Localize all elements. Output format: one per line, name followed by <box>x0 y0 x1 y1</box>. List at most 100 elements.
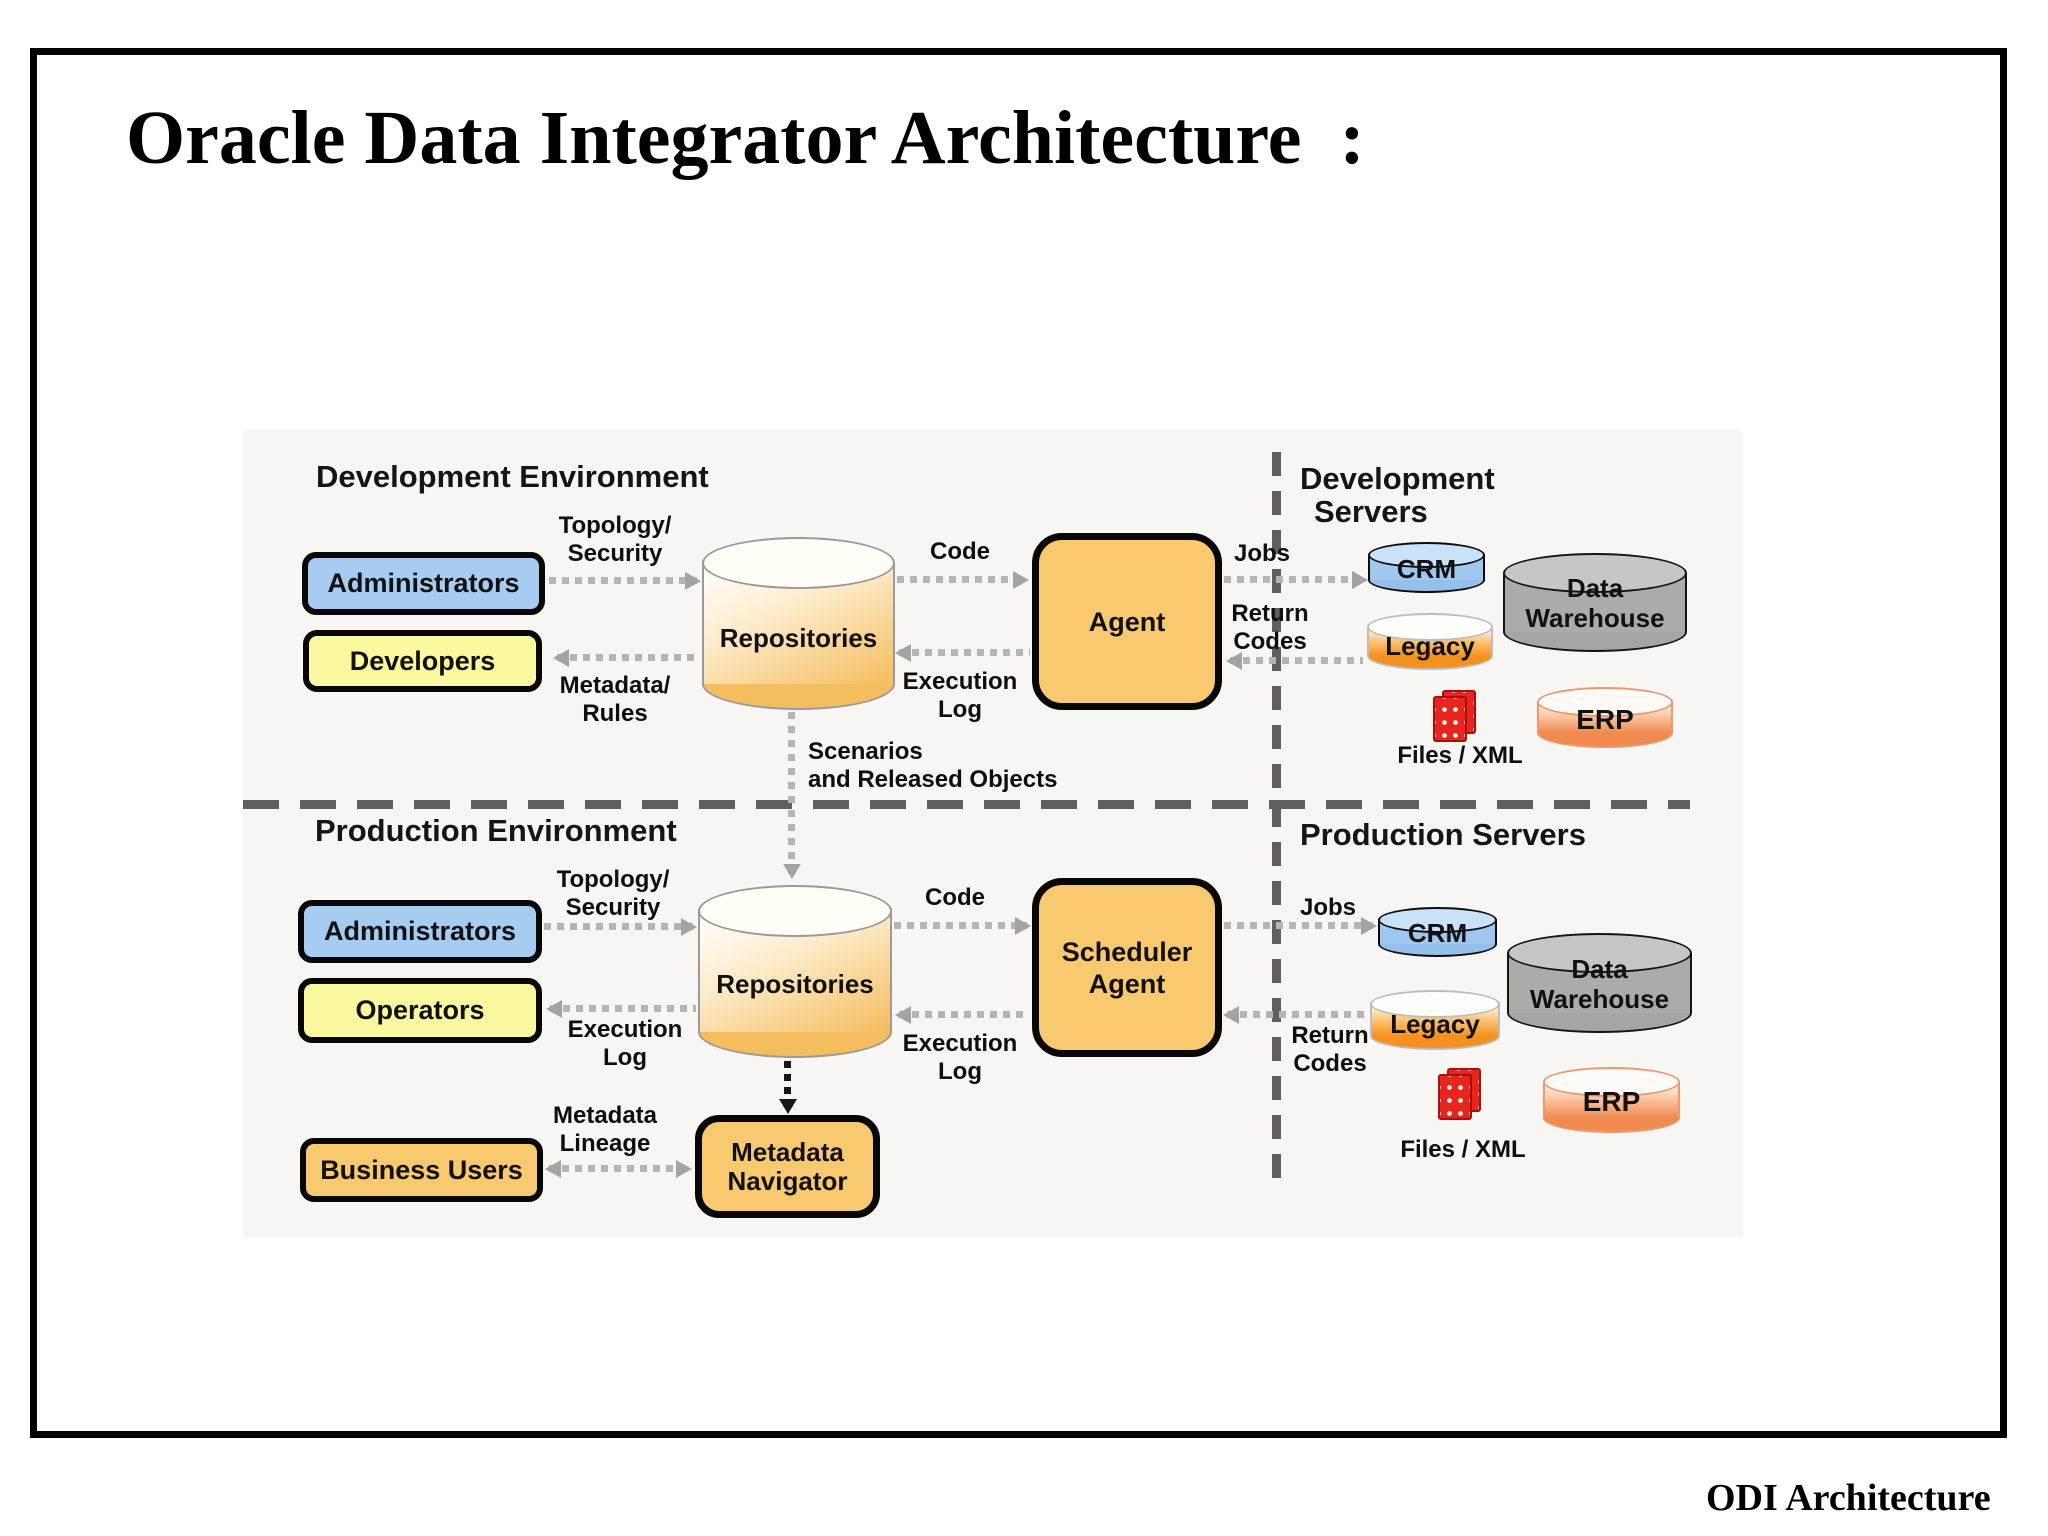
page-title: Oracle Data Integrator Architecture : <box>126 96 1365 180</box>
dev-developers-label: Developers <box>349 645 496 676</box>
heading-production-environment: Production Environment <box>315 813 677 848</box>
heading-development-servers: Development Servers <box>1300 462 1495 528</box>
servers-divider-vertical <box>1272 452 1281 1192</box>
metadata-lineage-label: Metadata Lineage <box>530 1102 680 1158</box>
label-line: Codes <box>1293 1050 1367 1077</box>
arrow-prod-jobs <box>1224 922 1373 929</box>
metadata-navigator-label: Navigator <box>727 1165 848 1196</box>
cylinder-top <box>1507 933 1692 973</box>
label-line: and Released Objects <box>808 766 1058 793</box>
label-line: Log <box>938 696 982 723</box>
arrow-dev-code <box>897 576 1025 583</box>
dev-agent-label: Agent <box>1088 606 1166 637</box>
cylinder-top <box>1367 613 1493 641</box>
label-line: Return <box>1291 1022 1369 1049</box>
prod-crm-cylinder: CRM <box>1378 907 1497 957</box>
dev-erp-label: ERP <box>1576 704 1634 735</box>
heading-line: Servers <box>1314 494 1428 529</box>
prod-data-warehouse-cylinder: Data Warehouse <box>1507 933 1692 1033</box>
prod-execution-log-right-label: Execution Log <box>885 1030 1035 1086</box>
label-line: Execution <box>902 668 1018 695</box>
dev-repositories-label: Repositories <box>719 623 878 653</box>
metadata-navigator-label: Metadata <box>731 1136 844 1167</box>
dev-agent-box: Agent <box>1032 533 1222 710</box>
slide-border <box>30 48 2007 1438</box>
environment-divider-horizontal <box>243 800 1690 809</box>
arrow-prod-execution-left <box>550 1005 696 1012</box>
slide-footer: ODI Architecture <box>1706 1477 1991 1519</box>
dev-jobs-label: Jobs <box>1233 540 1290 567</box>
arrow-dev-jobs <box>1224 576 1364 583</box>
cylinder-top <box>1378 907 1497 933</box>
heading-production-servers: Production Servers <box>1300 817 1586 852</box>
label-line: Log <box>603 1044 647 1071</box>
label-line: Security <box>567 540 663 567</box>
label-line: Scenarios <box>808 738 923 765</box>
prod-legacy-cylinder: Legacy <box>1370 990 1500 1050</box>
cylinder-top <box>1370 990 1500 1018</box>
arrow-prod-execution-right <box>899 1011 1028 1018</box>
dev-data-warehouse-label: Data Warehouse <box>1503 573 1687 633</box>
arrow-metadata-lineage <box>549 1165 688 1172</box>
arrow-dev-execution <box>899 649 1030 656</box>
heading-development-environment: Development Environment <box>316 459 709 494</box>
label-line: Execution <box>567 1016 683 1043</box>
prod-files-xml-label: Files / XML <box>1400 1136 1526 1163</box>
prod-erp-cylinder: ERP <box>1543 1067 1680 1133</box>
label-line: Execution <box>902 1030 1018 1057</box>
label-line: Warehouse <box>1529 984 1670 1014</box>
dev-data-warehouse-cylinder: Data Warehouse <box>1503 553 1687 652</box>
dev-erp-cylinder: ERP <box>1537 687 1673 748</box>
dev-return-codes-label: Return Codes <box>1220 600 1320 656</box>
prod-legacy-label: Legacy <box>1390 1009 1480 1039</box>
prod-operators-box: Operators <box>298 978 542 1043</box>
label-line: Lineage <box>559 1130 651 1157</box>
prod-execution-log-left-label: Execution Log <box>550 1016 700 1072</box>
dev-execution-log-label: Execution Log <box>885 668 1035 724</box>
label-line: Codes <box>1233 628 1307 655</box>
prod-repositories-cylinder: Repositories <box>698 885 892 1058</box>
scheduler-agent-box: Scheduler Agent <box>1032 878 1222 1057</box>
cylinder-top <box>1503 553 1687 593</box>
dev-legacy-cylinder: Legacy <box>1367 613 1493 670</box>
dev-metadata-rules-label: Metadata/ Rules <box>540 672 690 728</box>
cylinder-top <box>1537 687 1673 717</box>
label-line: Return <box>1231 600 1309 627</box>
prod-data-warehouse-label: Data Warehouse <box>1507 954 1692 1014</box>
label-line: Data <box>1566 573 1624 603</box>
arrow-dev-return <box>1230 657 1363 664</box>
arrow-dev-topology <box>549 577 697 584</box>
prod-topology-security-label: Topology/ Security <box>538 866 688 922</box>
arrow-repositories-to-navigator <box>784 1048 791 1110</box>
business-users-label: Business Users <box>320 1154 523 1185</box>
scheduler-agent-label: Agent <box>1088 968 1166 999</box>
label-line: Metadata/ <box>559 672 671 699</box>
prod-jobs-label: Jobs <box>1299 894 1356 921</box>
dev-files-xml-label: Files / XML <box>1397 742 1523 769</box>
dev-crm-label: CRM <box>1396 554 1457 584</box>
heading-line: Development <box>1300 461 1495 496</box>
cylinder-top <box>702 537 895 589</box>
dev-code-label: Code <box>930 538 990 565</box>
cylinder-top <box>698 885 892 937</box>
cylinder-top <box>1543 1067 1680 1097</box>
prod-operators-label: Operators <box>355 995 485 1025</box>
label-line: Warehouse <box>1525 603 1665 633</box>
label-line: Log <box>938 1058 982 1085</box>
prod-administrators-box: Administrators <box>298 900 542 963</box>
dev-topology-security-label: Topology/ Security <box>540 512 690 568</box>
prod-code-label: Code <box>925 884 985 911</box>
cylinder-top <box>1368 542 1485 568</box>
dev-developers-box: Developers <box>303 630 542 692</box>
arrow-prod-code <box>894 922 1027 929</box>
dev-repositories-cylinder: Repositories <box>702 537 895 710</box>
prod-erp-label: ERP <box>1582 1086 1641 1117</box>
file-page-front <box>1438 1074 1472 1120</box>
scheduler-agent-label: Scheduler <box>1061 936 1193 967</box>
label-line: Security <box>565 894 661 921</box>
arrow-prod-return <box>1227 1011 1366 1018</box>
dev-legacy-label: Legacy <box>1385 631 1475 661</box>
label-line: Topology/ <box>558 512 672 539</box>
business-users-box: Business Users <box>300 1138 543 1202</box>
